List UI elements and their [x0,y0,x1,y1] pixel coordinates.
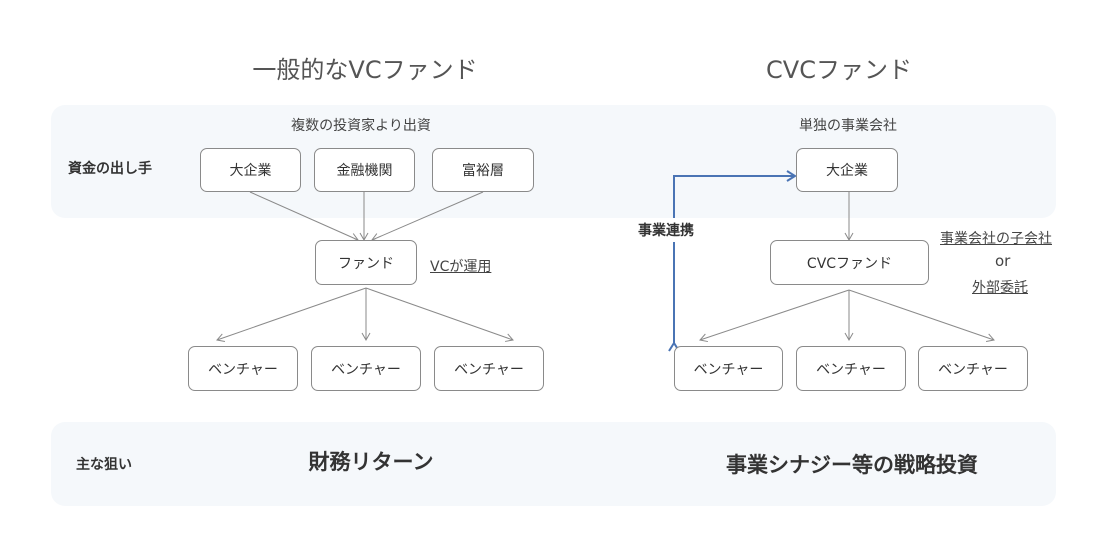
left-operator-label: VCが運用 [430,259,492,275]
left-investor-financial-institution: 金融機関 [314,148,415,192]
partnership-label: 事業連携 [634,218,698,242]
partnership-arrow-line [668,170,797,352]
right-fund-to-venture-3-line [848,289,995,342]
left-goal: 財務リターン [308,450,434,474]
right-column-title: CVCファンド [766,56,912,84]
left-investor-wealthy: 富裕層 [432,148,534,192]
capital-provider-label: 資金の出し手 [68,161,152,177]
right-venture-2: ベンチャー [796,346,906,391]
main-aim-band [51,422,1056,506]
right-operator-subsidiary: 事業会社の子会社 [940,231,1052,247]
left-fund-to-venture-3-line [365,287,514,342]
right-fund-to-venture-1-line [699,289,850,343]
right-venture-3: ベンチャー [918,346,1028,391]
left-venture-3: ベンチャー [434,346,544,391]
right-investor-large-company: 大企業 [796,148,898,192]
right-operator-or: or [995,252,1011,270]
right-operator-outsourced: 外部委託 [972,280,1028,296]
right-goal: 事業シナジー等の戦略投資 [726,453,978,477]
left-investor-3-to-fund-line [371,191,484,242]
left-investor-1-to-fund-line [249,191,359,242]
left-fund-box: ファンド [315,240,417,285]
left-venture-1: ベンチャー [188,346,298,391]
right-venture-1: ベンチャー [674,346,783,391]
right-investor-note: 単独の事業会社 [799,118,897,134]
left-venture-2: ベンチャー [311,346,421,391]
left-fund-to-venture-1-line [216,287,367,342]
left-column-title: 一般的なVCファンド [252,56,478,84]
main-aim-label: 主な狙い [76,457,132,473]
left-investor-note: 複数の投資家より出資 [291,118,431,134]
left-investor-large-company: 大企業 [200,148,301,192]
right-cvc-fund-box: CVCファンド [770,240,929,285]
